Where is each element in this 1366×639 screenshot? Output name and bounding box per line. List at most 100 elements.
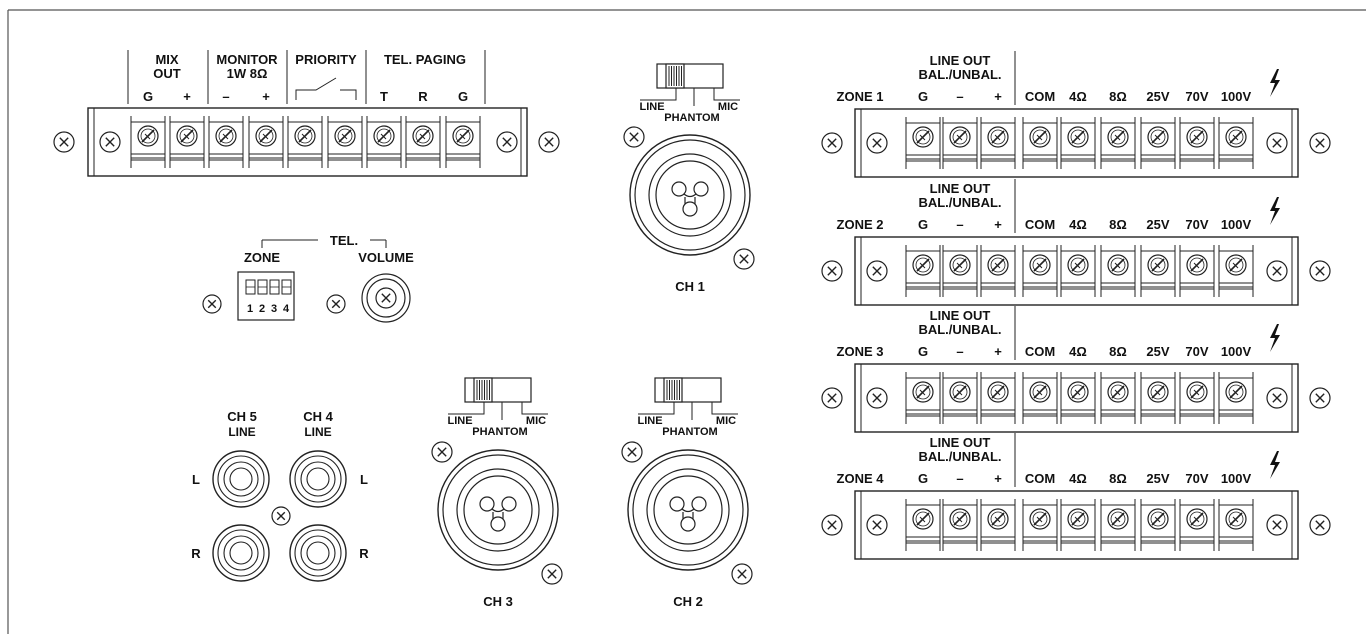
zone-2-terminal-6[interactable]: [1100, 245, 1136, 297]
hazard-lightning-icon: [1270, 451, 1280, 479]
zone-3-terminal-5[interactable]: [1060, 372, 1096, 424]
zone-3-terminal-4[interactable]: [1022, 372, 1058, 424]
zone-line-out-label: LINE OUT: [930, 308, 991, 323]
mix-out-title-line2: OUT: [153, 66, 181, 81]
switch-phantom-label: PHANTOM: [472, 426, 527, 438]
zone-term-label: 4Ω: [1069, 217, 1087, 232]
zone-4-terminal-1[interactable]: [905, 499, 941, 551]
zone-2-terminal-5[interactable]: [1060, 245, 1096, 297]
phantom-slide-switch[interactable]: [464, 377, 532, 403]
zone-term-label: 4Ω: [1069, 471, 1087, 486]
zone-2-terminal-2[interactable]: [942, 245, 978, 297]
top-terminal-6[interactable]: [327, 116, 363, 168]
zone-outer-screw-right: [1309, 514, 1331, 536]
zone-4-terminal-7[interactable]: [1140, 499, 1176, 551]
top-terminal-5[interactable]: [287, 116, 323, 168]
switch-phantom-label: PHANTOM: [664, 112, 719, 124]
zone-1-terminal-1[interactable]: [905, 117, 941, 169]
rca-ch5-r-jack[interactable]: [212, 524, 270, 582]
zone-2-terminal-4[interactable]: [1022, 245, 1058, 297]
zone-4-terminal-4[interactable]: [1022, 499, 1058, 551]
xlr-channel-name: CH 1: [675, 279, 705, 294]
rca-left-label-1: L: [192, 472, 200, 487]
dip-number-4: 4: [283, 303, 290, 315]
zone-term-label: 8Ω: [1109, 471, 1127, 486]
zone-4-terminal-8[interactable]: [1179, 499, 1215, 551]
zone-term-label: +: [994, 217, 1002, 232]
zone-4-terminal-5[interactable]: [1060, 499, 1096, 551]
zone-term-label: 70V: [1185, 344, 1208, 359]
tel-screw-left: [202, 294, 222, 314]
zone-2-terminal-9[interactable]: [1218, 245, 1254, 297]
xlr-channel-name: CH 3: [483, 594, 513, 609]
zone-term-label: 25V: [1146, 217, 1169, 232]
top-terminal-1[interactable]: [130, 116, 166, 168]
zone-outer-screw-left: [821, 514, 843, 536]
zone-4-terminal-2[interactable]: [942, 499, 978, 551]
zone-1-terminal-6[interactable]: [1100, 117, 1136, 169]
hazard-lightning-icon: [1270, 324, 1280, 352]
zone-3-terminal-7[interactable]: [1140, 372, 1176, 424]
top-terminal-7[interactable]: [366, 116, 402, 168]
top-terminal-3[interactable]: [208, 116, 244, 168]
zone-outer-screw-right: [1309, 132, 1331, 154]
zone-term-label: 4Ω: [1069, 89, 1087, 104]
zone-line-out-label: LINE OUT: [930, 53, 991, 68]
phantom-slide-switch[interactable]: [654, 377, 722, 403]
top-inner-screw-right: [496, 131, 518, 153]
zone-1-terminal-8[interactable]: [1179, 117, 1215, 169]
tel-title: TEL.: [330, 233, 358, 248]
rca-ch4-l-jack[interactable]: [289, 450, 347, 508]
top-terminal-8[interactable]: [405, 116, 441, 168]
zone-term-label: 70V: [1185, 471, 1208, 486]
zone-2-terminal-1[interactable]: [905, 245, 941, 297]
tel-paging-title: TEL. PAGING: [384, 52, 466, 67]
zone-3-name: ZONE 3: [837, 344, 884, 359]
zone-inner-screw-right: [1266, 387, 1288, 409]
zone-outer-screw-left: [821, 260, 843, 282]
zone-1-terminal-5[interactable]: [1060, 117, 1096, 169]
zone-1-terminal-7[interactable]: [1140, 117, 1176, 169]
zone-line-out-label: LINE OUT: [930, 181, 991, 196]
switch-mic-label: MIC: [716, 415, 736, 427]
rca-ch4-r-jack[interactable]: [289, 524, 347, 582]
xlr-channel-name: CH 2: [673, 594, 703, 609]
zone-3-terminal-9[interactable]: [1218, 372, 1254, 424]
zone-2-terminal-3[interactable]: [980, 245, 1016, 297]
zone-3-terminal-2[interactable]: [942, 372, 978, 424]
zone-inner-screw-right: [1266, 260, 1288, 282]
zone-3-terminal-1[interactable]: [905, 372, 941, 424]
mix-out-title-line1: MIX: [155, 52, 178, 67]
zone-4-terminal-3[interactable]: [980, 499, 1016, 551]
rca-ch5-l-jack[interactable]: [212, 450, 270, 508]
zone-term-label: COM: [1025, 217, 1055, 232]
zone-2-terminal-7[interactable]: [1140, 245, 1176, 297]
zone-3-terminal-8[interactable]: [1179, 372, 1215, 424]
ch1-screw-br: [733, 248, 755, 270]
zone-3-terminal-6[interactable]: [1100, 372, 1136, 424]
ch5-sub: LINE: [228, 425, 255, 439]
rca-left-label-2: L: [360, 472, 368, 487]
zone-inner-screw-left: [866, 387, 888, 409]
zone-term-label: 8Ω: [1109, 217, 1127, 232]
ch3-screw-tl: [431, 441, 453, 463]
zone-1-terminal-4[interactable]: [1022, 117, 1058, 169]
zone-term-label: COM: [1025, 471, 1055, 486]
zone-3-terminal-3[interactable]: [980, 372, 1016, 424]
phantom-slide-switch[interactable]: [656, 63, 724, 89]
zone-1-terminal-3[interactable]: [980, 117, 1016, 169]
top-terminal-9[interactable]: [445, 116, 481, 168]
top-terminal-2[interactable]: [169, 116, 205, 168]
zone-4-terminal-9[interactable]: [1218, 499, 1254, 551]
zone-4-terminal-6[interactable]: [1100, 499, 1136, 551]
zone-term-label: COM: [1025, 344, 1055, 359]
tel-screw-mid: [326, 294, 346, 314]
zone-1-terminal-2[interactable]: [942, 117, 978, 169]
zone-2-terminal-8[interactable]: [1179, 245, 1215, 297]
top-terminal-4[interactable]: [248, 116, 284, 168]
zone-1-terminal-9[interactable]: [1218, 117, 1254, 169]
